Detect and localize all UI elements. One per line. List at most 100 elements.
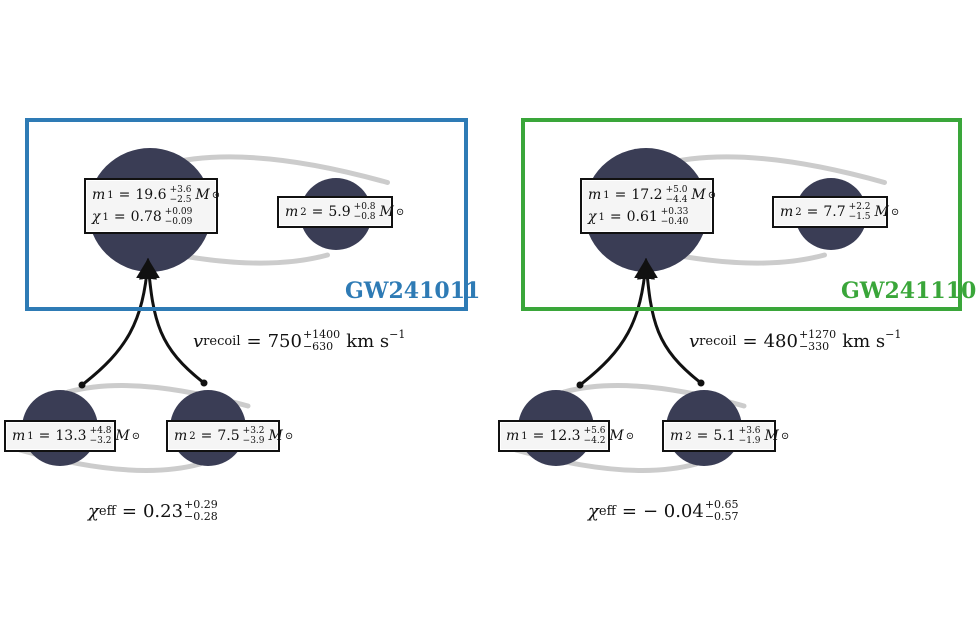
remnant-m2-right-lower-error: −1.5 bbox=[848, 212, 871, 222]
progenitor-m2-left-index: 2 bbox=[189, 430, 196, 442]
progenitor-m1-left-lower-error: −3.2 bbox=[89, 436, 112, 446]
recoil-unit-right: km s bbox=[842, 330, 886, 352]
progenitor-m1-left-symbol: m bbox=[12, 428, 26, 444]
merger-arrow-right-branch-left bbox=[138, 257, 205, 385]
recoil-value-right: 480 bbox=[763, 330, 798, 352]
remnant-m1-left-unit: M bbox=[195, 187, 210, 203]
remnant-m2-left-equals: = bbox=[311, 204, 324, 220]
remnant-m1-left-index: 1 bbox=[107, 189, 114, 201]
progenitor-m2-right-errors: +3.6−1.9 bbox=[739, 426, 761, 446]
remnant-m2-right-upper-error: +2.2 bbox=[848, 202, 871, 212]
recoil-subscript-left: recoil bbox=[203, 333, 241, 349]
remnant-m2-left-unit: M bbox=[379, 204, 394, 220]
recoil-lower-error-left: −630 bbox=[302, 340, 334, 353]
progenitor-m1-left-unit: M bbox=[115, 428, 130, 444]
progenitor-m2-left-unit-sub: ⊙ bbox=[284, 430, 294, 442]
recoil-symbol-left: v bbox=[193, 330, 204, 352]
remnant-m2-right-symbol: m bbox=[780, 204, 794, 220]
arrow-origin-dot-primary-right bbox=[576, 381, 584, 389]
progenitor-m1-left-unit-sub: ⊙ bbox=[131, 430, 141, 442]
event-name-left: GW241011 bbox=[345, 278, 481, 304]
remnant-chi1-right-index: 1 bbox=[598, 211, 605, 223]
arrow-origin-dot-primary-left bbox=[78, 381, 86, 389]
recoil-subscript-right: recoil bbox=[699, 333, 737, 349]
remnant-m2-right-index: 2 bbox=[795, 206, 802, 218]
chi-eff-errors-right: +0.65−0.57 bbox=[705, 499, 739, 523]
progenitor-m1-right-errors: +5.6−4.2 bbox=[584, 426, 606, 446]
remnant-chi1-right-lower-error: −0.40 bbox=[660, 217, 689, 227]
remnant-m1-left-symbol: m bbox=[92, 187, 106, 203]
remnant-m2-left-value: 5.9 bbox=[328, 204, 351, 220]
recoil-lower-error-right: −330 bbox=[798, 340, 830, 353]
arrow-origin-dot-secondary-right bbox=[697, 379, 705, 387]
event-frame-left bbox=[25, 118, 468, 311]
recoil-equals-right: = bbox=[742, 330, 758, 352]
chi-eff-equals-left: = bbox=[121, 500, 137, 522]
recoil-unit-exponent-left: −1 bbox=[389, 327, 406, 341]
remnant-m2-right-unit: M bbox=[874, 204, 889, 220]
progenitor-m1-left-errors: +4.8−3.2 bbox=[90, 426, 112, 446]
chi-eff-symbol-right: χ bbox=[588, 500, 599, 522]
remnant-chi1-left-upper-error: +0.09 bbox=[164, 207, 193, 217]
progenitor-m2-left-lower-error: −3.9 bbox=[242, 436, 265, 446]
remnant-m2-left-index: 2 bbox=[300, 206, 307, 218]
progenitor-m1-right-index: 1 bbox=[521, 430, 528, 442]
remnant-chi1-left-equals: = bbox=[113, 209, 126, 225]
remnant-m2-right-value: 7.7 bbox=[823, 204, 846, 220]
remnant-m2-right-unit-sub: ⊙ bbox=[890, 206, 900, 218]
chi-eff-upper-error-right: +0.65 bbox=[704, 498, 739, 511]
remnant-chi1-right-upper-error: +0.33 bbox=[660, 207, 689, 217]
chi-eff-upper-error-left: +0.29 bbox=[184, 498, 218, 511]
recoil-errors-right: +1270−330 bbox=[799, 329, 836, 353]
progenitor-m2-right-unit: M bbox=[764, 428, 779, 444]
remnant-m1-right-index: 1 bbox=[603, 189, 610, 201]
recoil-errors-left: +1400−630 bbox=[303, 329, 340, 353]
recoil-symbol-right: v bbox=[689, 330, 700, 352]
remnant-chi1-left-symbol: χ bbox=[92, 209, 101, 225]
chi-eff-subscript-right: eff bbox=[598, 503, 616, 519]
progenitor-m2-left-symbol: m bbox=[174, 428, 188, 444]
progenitor-m1-left-index: 1 bbox=[27, 430, 34, 442]
chi-eff-equals-right: = bbox=[621, 500, 637, 522]
remnant-chi1-right-symbol: χ bbox=[588, 209, 597, 225]
remnant-m1-right-unit: M bbox=[691, 187, 706, 203]
progenitor-m2-right-value: 5.1 bbox=[713, 428, 736, 444]
recoil-upper-error-right: +1270 bbox=[798, 328, 837, 341]
remnant-m1-left-value: 19.6 bbox=[135, 187, 167, 203]
remnant-m2-left-upper-error: +0.8 bbox=[353, 202, 376, 212]
remnant-chi1-right-equals: = bbox=[609, 209, 622, 225]
remnant-chi1-right-value: 0.61 bbox=[626, 209, 658, 225]
progenitor-m2-left-equals: = bbox=[200, 428, 213, 444]
progenitor-m1-left-value: 13.3 bbox=[55, 428, 87, 444]
remnant-m1-left-unit-sub: ⊙ bbox=[211, 189, 221, 201]
event-name-right: GW241110 bbox=[841, 278, 976, 304]
remnant-m1-right-equals: = bbox=[614, 187, 627, 203]
progenitor-m2-right-unit-sub: ⊙ bbox=[780, 430, 790, 442]
chi-eff-value-left: 0.23 bbox=[142, 500, 184, 522]
remnant-chi1-left-index: 1 bbox=[102, 211, 109, 223]
remnant-m1-left-equals: = bbox=[118, 187, 131, 203]
recoil-upper-error-left: +1400 bbox=[302, 328, 341, 341]
chi-eff-value-right: − 0.04 bbox=[642, 500, 704, 522]
remnant-m1-left-upper-error: +3.6 bbox=[169, 185, 192, 195]
remnant-m2-left-symbol: m bbox=[285, 204, 299, 220]
progenitor-m2-left-value: 7.5 bbox=[217, 428, 240, 444]
progenitor-m2-left-upper-error: +3.2 bbox=[242, 426, 265, 436]
remnant-m2-left-unit-sub: ⊙ bbox=[395, 206, 405, 218]
progenitor-m2-right-symbol: m bbox=[670, 428, 684, 444]
chi-eff-symbol-left: χ bbox=[88, 500, 99, 522]
remnant-m2-left-errors: +0.8−0.8 bbox=[354, 202, 376, 222]
merger-arrow-left-branch-right bbox=[579, 257, 656, 387]
